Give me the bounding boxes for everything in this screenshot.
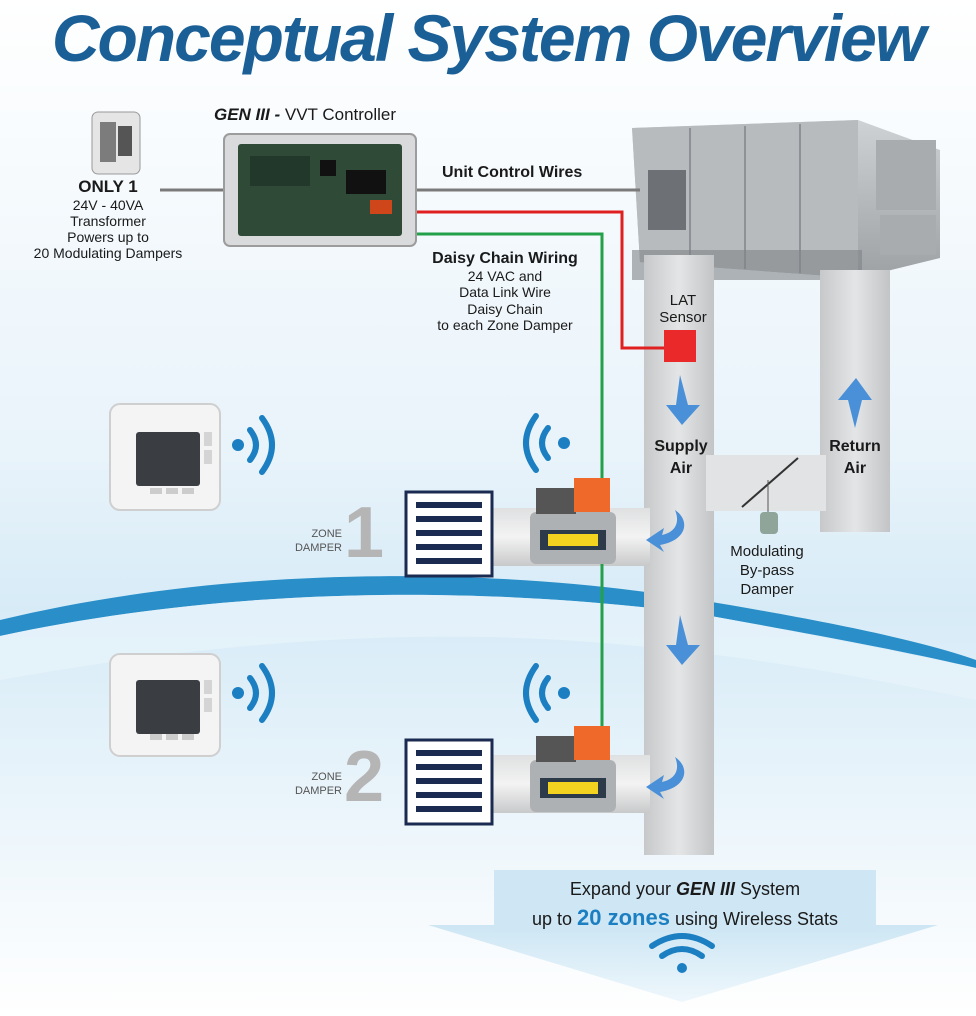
zone-1-label: ZONE DAMPER [270, 528, 342, 556]
vvt-controller-box [223, 133, 417, 247]
zone-damper-actuator-2 [530, 726, 616, 812]
zone-label-line: DAMPER [294, 784, 342, 797]
supply-air-label: Supply Air [640, 436, 722, 479]
daisy-line: to each Zone Damper [437, 316, 573, 333]
zone-diffuser-1 [404, 490, 494, 578]
daisy-line: 24 VAC and [467, 268, 543, 285]
return-line: Air [843, 459, 867, 477]
lat-line: LAT [669, 292, 697, 309]
expand-banner [494, 870, 876, 932]
daisy-chain-label: Daisy Chain Wiring 24 VAC and Data Link … [412, 250, 598, 333]
bypass-damper-label: Modulating By-pass Damper [706, 542, 828, 600]
expand-text: Expand your GEN III System up to 20 zone… [494, 876, 876, 934]
controller-label: GEN III - VVT Controller [214, 105, 396, 125]
daisy-line: Data Link Wire [459, 284, 551, 301]
zone-damper-actuator-1 [530, 478, 616, 564]
bypass-line: Modulating [730, 543, 804, 560]
zone-label-line: ZONE [311, 771, 342, 783]
supply-line: Air [669, 459, 693, 477]
lat-sensor-label: LAT Sensor [648, 292, 718, 327]
return-air-label: Return Air [814, 436, 896, 479]
expand-line1-pre: Expand your [569, 879, 671, 899]
daisy-heading: Daisy Chain Wiring [432, 250, 578, 267]
return-line: Return [829, 438, 881, 455]
transformer-heading: ONLY 1 [78, 177, 138, 196]
zone-diffuser-2 [404, 738, 494, 826]
transformer-line: 24V - 40VA [72, 196, 144, 213]
bypass-line: Damper [740, 581, 794, 599]
zone-label-line: DAMPER [294, 541, 342, 554]
bypass-line: By-pass [739, 562, 795, 580]
zone-label-line: ZONE [311, 528, 342, 540]
expand-zones-count: 20 zones [577, 905, 670, 931]
controller-brand: GEN III - [214, 105, 281, 124]
supply-line: Supply [654, 438, 708, 455]
expand-line1-post: System [740, 879, 801, 899]
transformer-line: Powers up to [67, 228, 149, 245]
daisy-line: Daisy Chain [467, 300, 543, 317]
transformer-label: ONLY 1 24V - 40VA Transformer Powers up … [10, 177, 206, 261]
zone-1-number: 1 [344, 493, 385, 573]
expand-line2-pre: up to [531, 909, 572, 930]
expand-brand: GEN III [676, 879, 736, 899]
wireless-thermostat-1 [109, 403, 221, 511]
zone-2-number: 2 [344, 737, 385, 817]
transformer-device [91, 111, 141, 175]
unit-control-wires-label: Unit Control Wires [442, 164, 583, 181]
wireless-thermostat-2 [109, 653, 221, 757]
transformer-line: 20 Modulating Dampers [33, 244, 183, 261]
controller-name: VVT Controller [284, 105, 397, 124]
page-title: Conceptual System Overview [51, 1, 926, 75]
expand-line2-post: using Wireless Stats [674, 909, 839, 930]
lat-line: Sensor [659, 309, 707, 327]
transformer-line: Transformer [70, 212, 146, 229]
zone-2-label: ZONE DAMPER [270, 771, 342, 799]
rooftop-unit [632, 120, 940, 280]
